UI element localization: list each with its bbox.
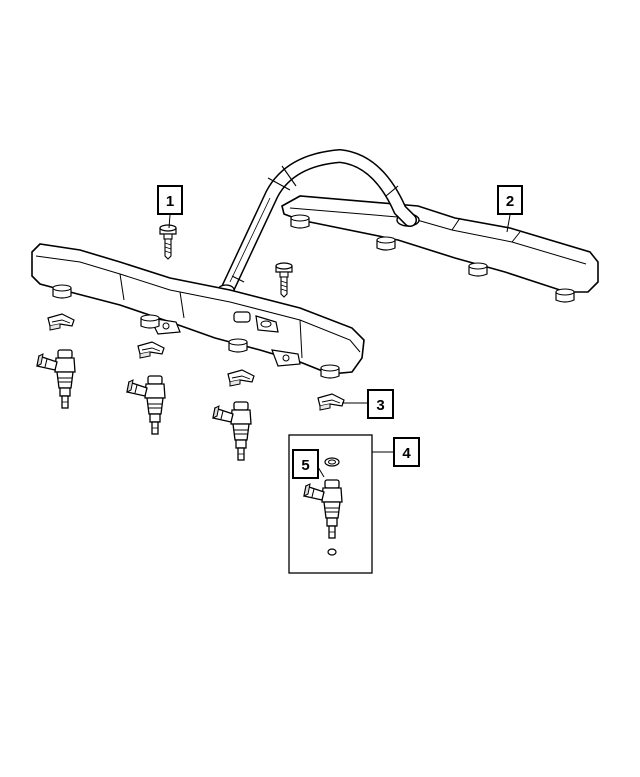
o-ring-bottom <box>327 548 337 556</box>
svg-text:3: 3 <box>376 397 384 414</box>
callout-4: 4 <box>393 437 420 467</box>
bolt-1 <box>159 224 177 260</box>
svg-text:1: 1 <box>166 193 174 210</box>
clip-2 <box>137 341 165 359</box>
svg-text:4: 4 <box>402 445 411 462</box>
injector-1 <box>36 349 76 409</box>
o-ring-top <box>324 457 340 467</box>
bolt-2 <box>275 262 293 298</box>
callout-5: 5 <box>292 449 319 479</box>
injector-kit <box>303 479 343 539</box>
clip-1 <box>47 313 75 331</box>
injector-3 <box>212 401 252 461</box>
callout-1: 1 <box>157 185 183 215</box>
svg-text:5: 5 <box>301 457 309 474</box>
injector-2 <box>126 375 166 435</box>
right-fuel-rail <box>281 195 599 303</box>
left-fuel-rail <box>31 243 365 379</box>
callout-3: 3 <box>367 389 394 419</box>
clip-4 <box>317 393 345 411</box>
svg-text:2: 2 <box>506 193 514 210</box>
callout-2: 2 <box>497 185 523 215</box>
crossover-hose <box>217 148 417 296</box>
clip-3 <box>227 369 255 387</box>
kit-box <box>288 434 373 574</box>
